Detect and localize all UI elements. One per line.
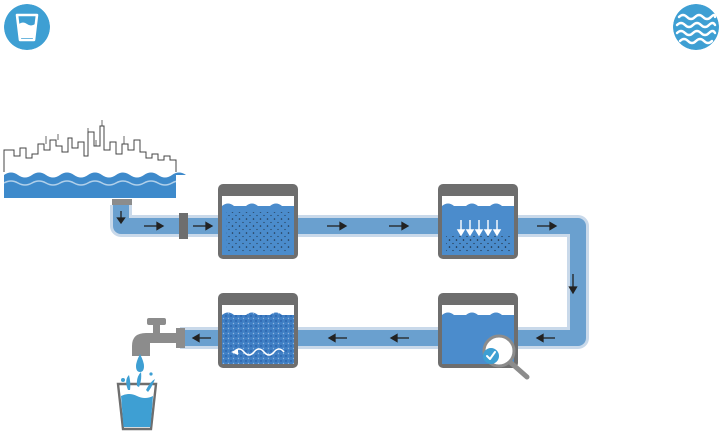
flow-arrow-right-3: [327, 221, 348, 231]
flow-arrows: [116, 211, 578, 343]
faucet-icon: [132, 318, 185, 372]
flow-arrow-left-3: [327, 333, 347, 343]
flow-arrow-right-1: [144, 221, 165, 231]
flow-arrow-left-4: [191, 333, 211, 343]
flow-arrow-down-2: [568, 274, 578, 295]
flow-arrow-right-2: [193, 221, 214, 231]
flow-arrow-left-2: [389, 333, 409, 343]
glass-of-water-icon: [116, 372, 158, 431]
valve: [179, 213, 188, 239]
flow-arrow-right-4: [389, 221, 410, 231]
flow-arrow-left-1: [535, 333, 555, 343]
magnifying-glass-check-icon: [482, 334, 530, 380]
city-skyline-reservoir-icon: [3, 120, 187, 205]
stage-tank-sedimentation: [438, 184, 518, 259]
flow-arrow-right-5: [537, 221, 558, 231]
water-waves-icon: [673, 4, 719, 50]
flow-arrow-down-1: [116, 211, 126, 225]
stage-tank-disinfection: [218, 293, 298, 368]
drinking-glass-icon: [4, 4, 50, 50]
stage-tank-coagulation: [218, 184, 298, 259]
